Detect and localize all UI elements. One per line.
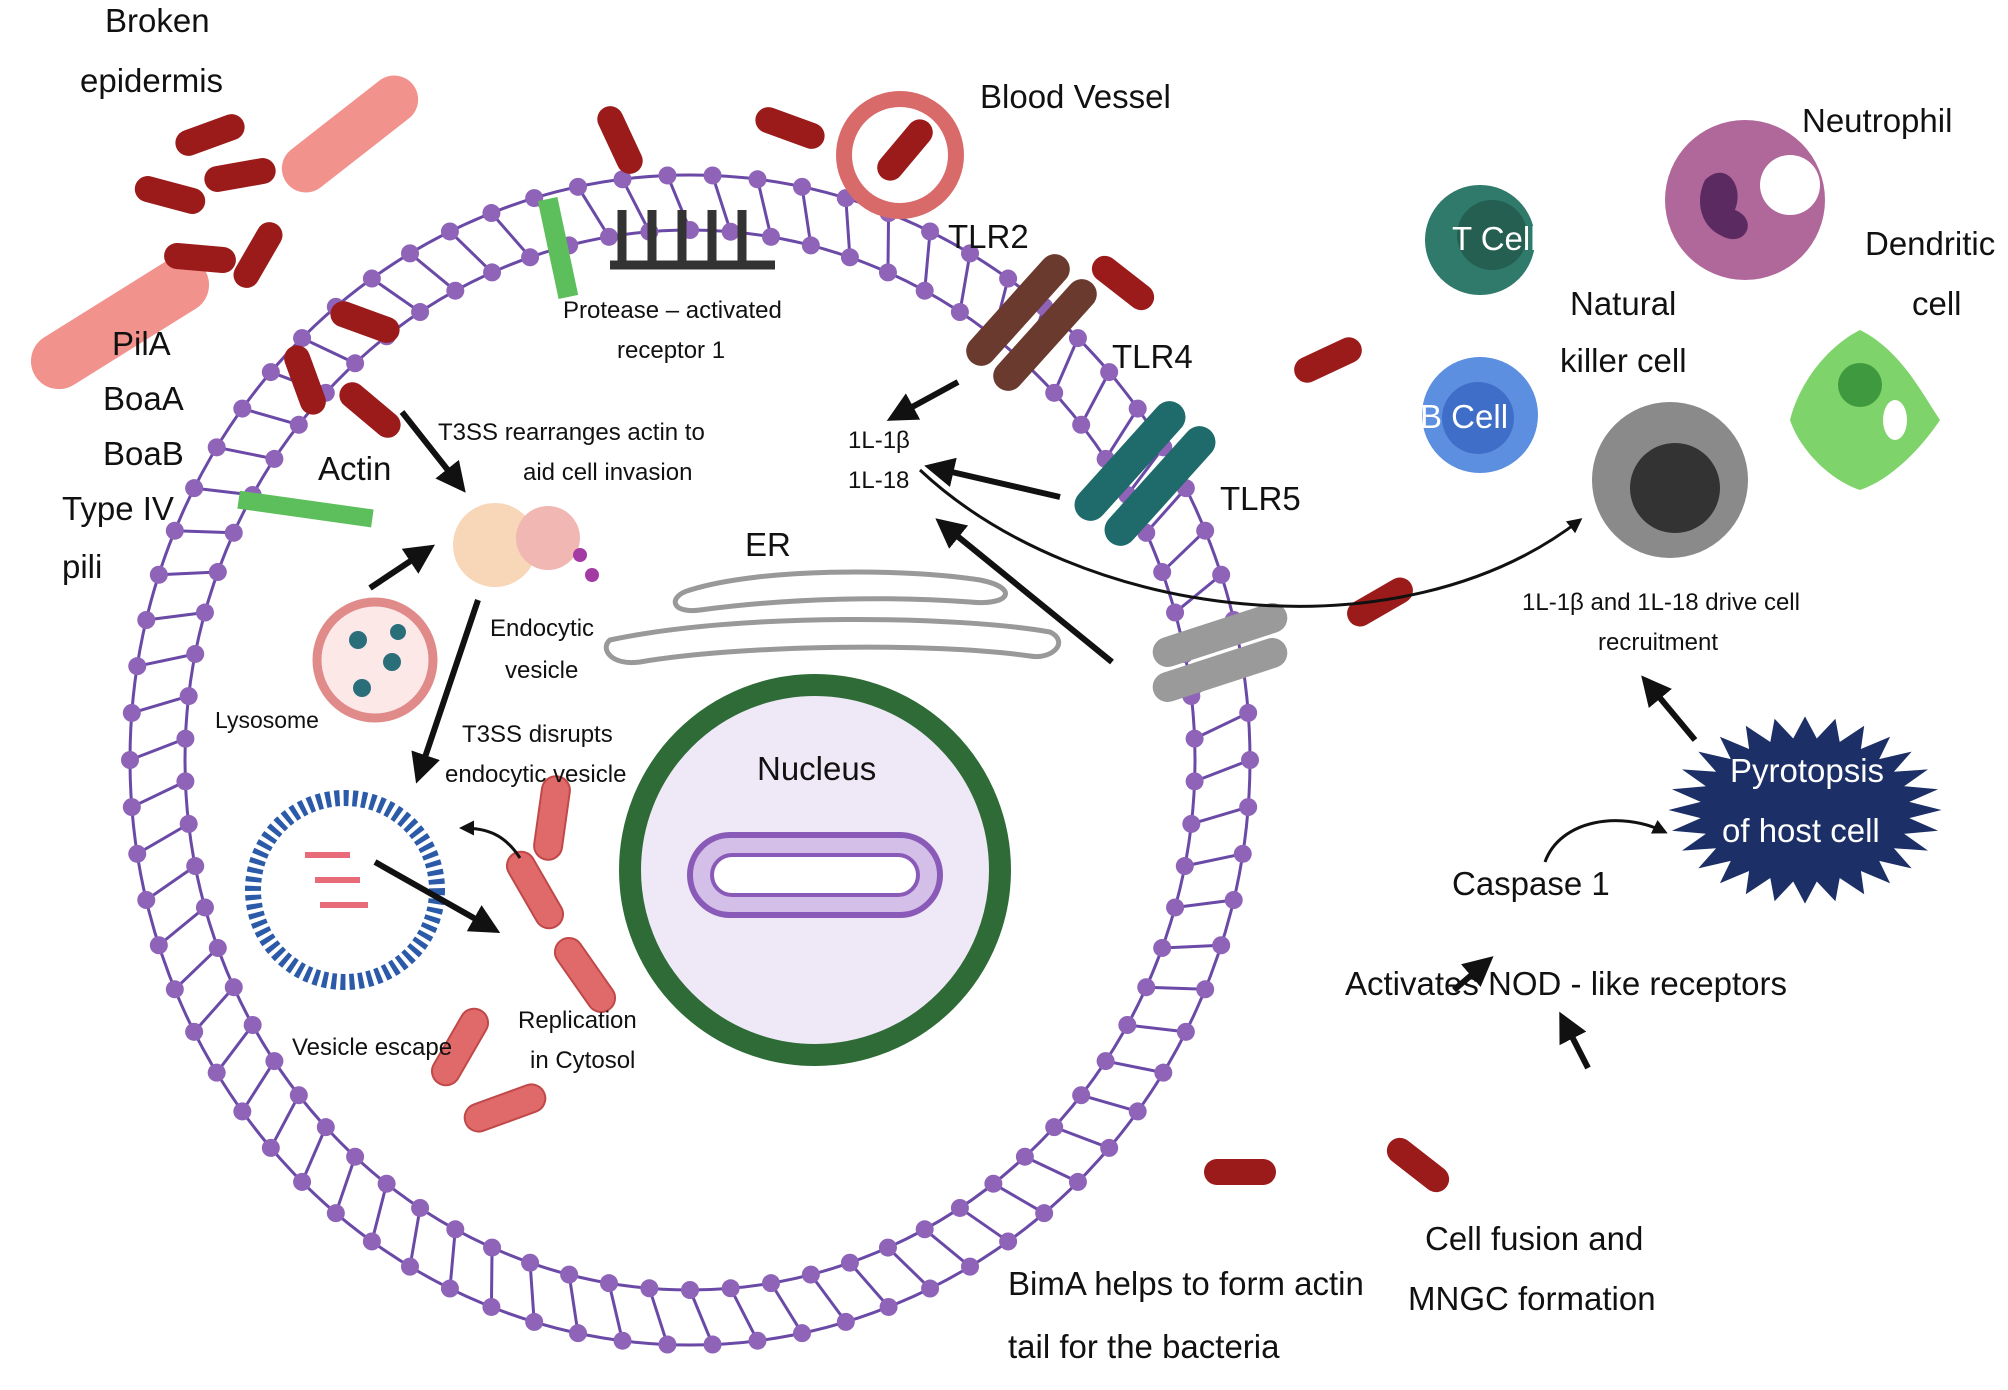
label-recruitment-1: 1L-1β and 1L-18 drive cell [1522,589,1800,616]
b-cell [1422,357,1538,473]
label-recruitment-2: recruitment [1598,629,1718,656]
escaping-vesicle [245,790,445,990]
label-pyroptosis-2: of host cell [1722,812,1880,849]
endocytic-vesicle [453,503,599,587]
label-adhesin-type-iv: Type IV [62,490,174,527]
label-nk-2: killer cell [1560,342,1687,379]
label-nk-1: Natural [1570,285,1676,322]
label-endocytic-1: Endocytic [490,615,594,642]
label-endocytic-2: vesicle [505,657,578,684]
replicating-bacteria [425,773,622,1137]
label-dendritic-1: Dendritic [1865,225,1995,262]
label-blood-vessel: Blood Vessel [980,78,1171,115]
label-t3ss-actin-1: T3SS rearranges actin to [438,419,705,446]
label-t3ss-actin-2: aid cell invasion [523,459,692,486]
label-adhesin-boab: BoaB [103,435,184,472]
label-broken-epidermis-1: Broken [105,2,210,39]
endoplasmic-reticulum [603,569,1062,666]
label-t-cell: T Cell [1452,220,1538,257]
label-pyroptosis-1: Pyrotopsis [1730,752,1884,789]
epidermis-cells [30,75,419,390]
label-nucleus: Nucleus [757,750,876,787]
pyroptosis-star [1668,716,1942,904]
label-il18: 1L-18 [848,467,909,494]
label-neutrophil: Neutrophil [1802,102,1952,139]
pathway-arrows [368,379,1698,1070]
label-broken-epidermis-2: epidermis [80,62,223,99]
label-caspase: Caspase 1 [1452,865,1610,902]
label-actin: Actin [318,450,391,487]
label-er: ER [745,526,791,563]
t-cell [1425,185,1535,295]
actin-filaments [237,197,579,528]
dendritic-cell [1790,330,1940,490]
lysosome [312,597,438,723]
label-il1b: 1L-1β [848,427,910,454]
label-t3ss-disrupts-2: endocytic vesicle [445,761,626,788]
neutrophil-cell [1665,120,1825,280]
label-replication-2: in Cytosol [530,1047,635,1074]
label-replication-1: Replication [518,1007,637,1034]
label-protease-1: Protease – activated [563,297,782,324]
host-cell-membrane [121,166,1259,1354]
diagram-labels: Broken epidermis Blood Vessel Neutrophil… [62,2,1995,1365]
tlr2-receptor [966,254,1097,391]
label-protease-2: receptor 1 [617,337,725,364]
label-lysosome: Lysosome [215,707,319,733]
tlr5-receptor [1152,603,1288,702]
label-nod: Activates NOD - like receptors [1345,965,1787,1002]
nucleus [619,674,1011,1066]
label-tlr4: TLR4 [1112,338,1193,375]
label-cell-fusion-2: MNGC formation [1408,1280,1656,1317]
label-tlr2: TLR2 [948,218,1029,255]
label-bima-2: tail for the bacteria [1008,1328,1280,1365]
label-dendritic-2: cell [1912,285,1962,322]
protease-activated-receptor [610,210,775,270]
label-vesicle-escape: Vesicle escape [292,1034,452,1061]
label-adhesin-pili: pili [62,548,102,585]
label-bima-1: BimA helps to form actin [1008,1265,1364,1302]
label-adhesin-boaa: BoaA [103,380,184,417]
label-b-cell: B Cell [1420,398,1508,435]
tlr4-receptor [1074,401,1216,546]
blood-vessel [836,91,964,219]
label-t3ss-disrupts-1: T3SS disrupts [462,721,613,748]
label-cell-fusion-1: Cell fusion and [1425,1220,1643,1257]
natural-killer-cell [1592,402,1748,558]
label-adhesin-pila: PilA [112,325,171,362]
label-tlr5: TLR5 [1220,480,1301,517]
